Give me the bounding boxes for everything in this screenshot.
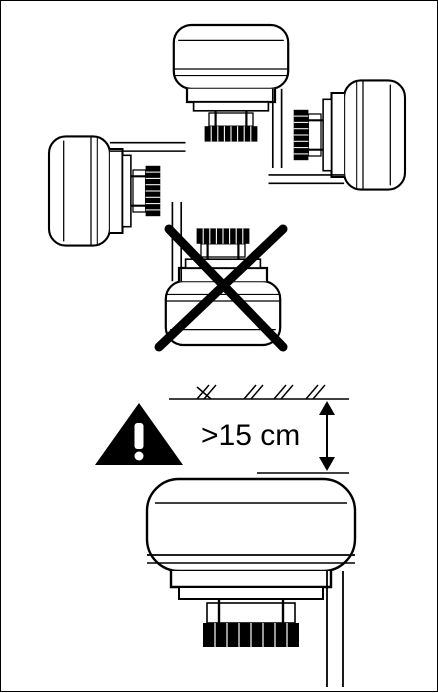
actuator-large bbox=[145, 477, 357, 687]
actuator-right bbox=[267, 79, 407, 191]
clearance-dimension-arrow bbox=[319, 401, 335, 471]
clearance-label: >15 cm bbox=[201, 419, 300, 452]
ceiling-line bbox=[169, 384, 349, 400]
actuator-top bbox=[172, 23, 290, 170]
warning-icon bbox=[95, 403, 183, 465]
prohibited-icon bbox=[154, 224, 288, 352]
